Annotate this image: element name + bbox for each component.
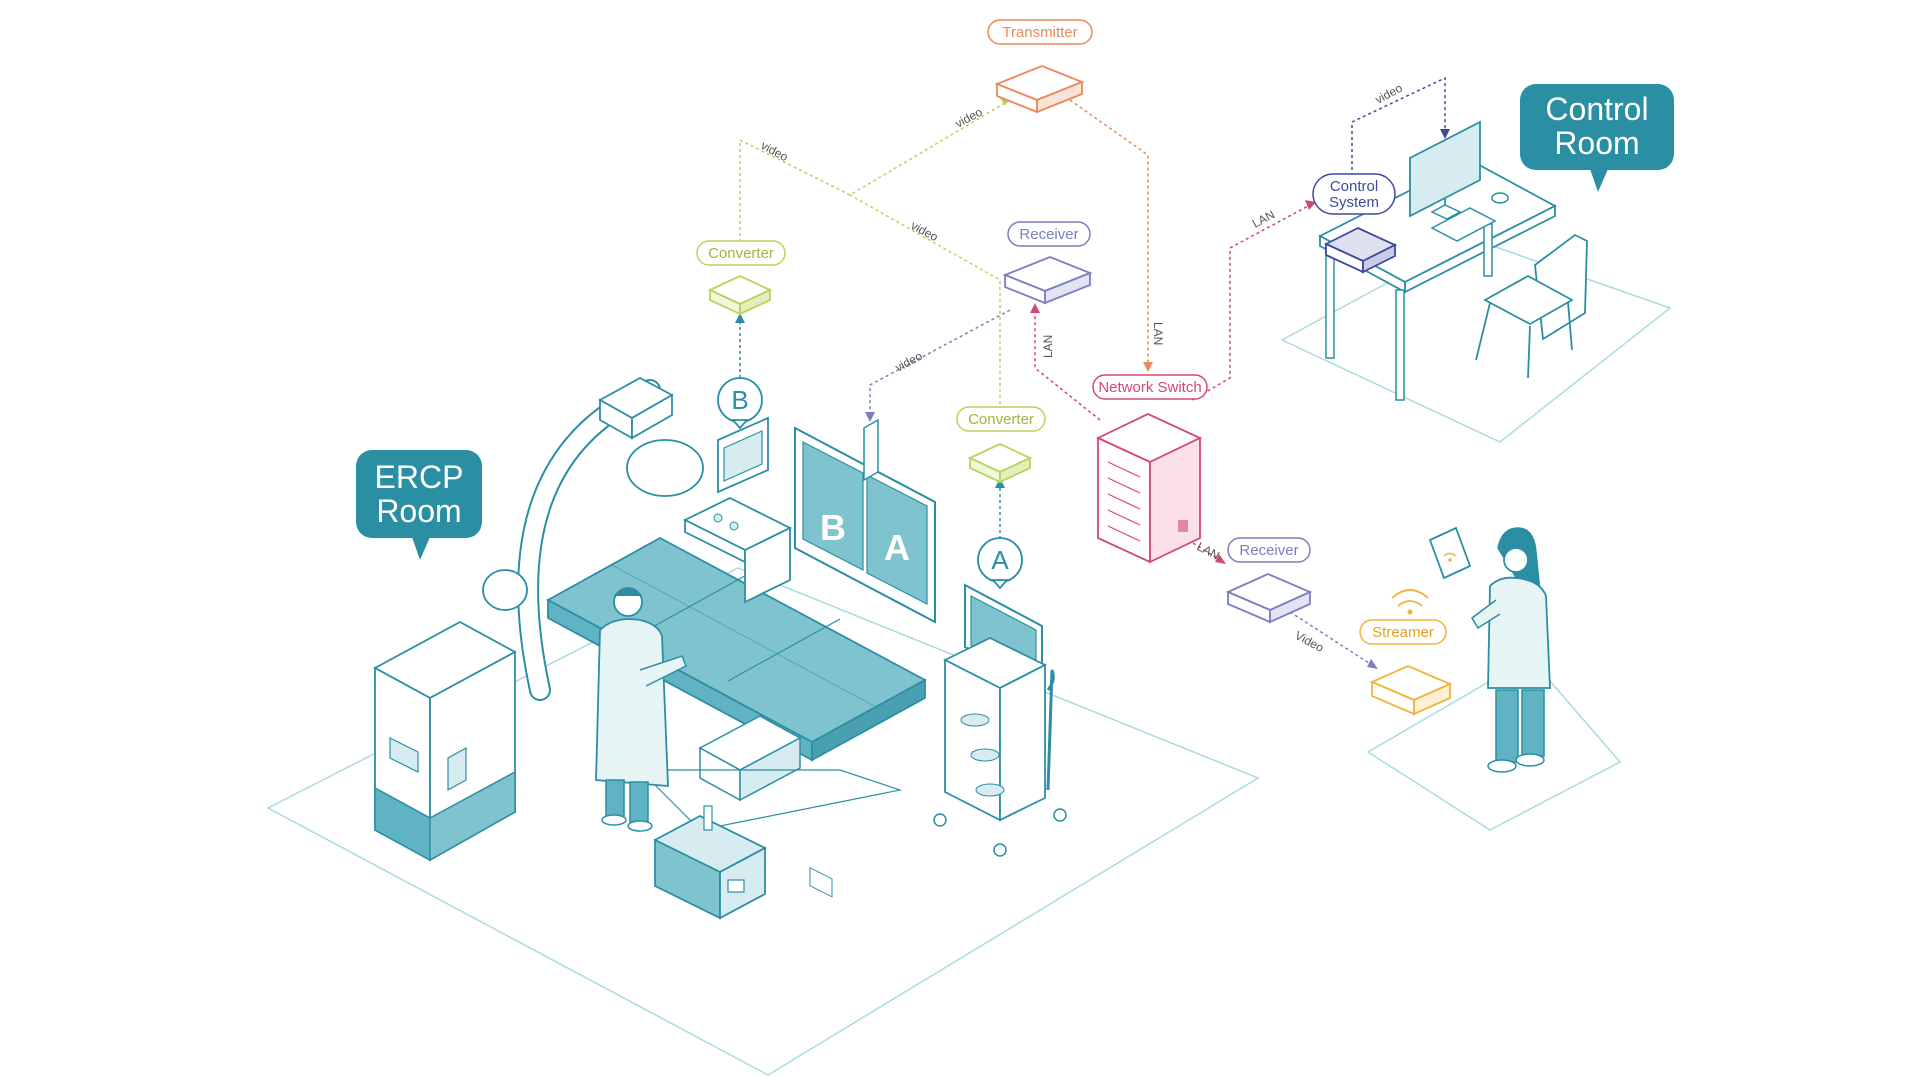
ercp-room-floor: [266, 567, 1260, 1076]
large-display-ba: [794, 418, 936, 898]
label-video-b-top: video: [759, 138, 791, 164]
receiver-top-pill: [1007, 221, 1091, 247]
transmitter-pill: [987, 19, 1093, 45]
lan-line-switch-receiver-right: [1187, 539, 1221, 561]
ercp-room-title-line1: ERCP: [375, 459, 464, 495]
arrow-to-receiver-right: [1215, 554, 1226, 564]
control-system-label-line1: Control: [1330, 178, 1378, 195]
converter-a-pill: [956, 406, 1046, 432]
receiver-right-label: Receiver: [1239, 542, 1298, 559]
tablet-device: [1428, 526, 1472, 580]
converter-b-device: [707, 275, 773, 316]
video-line-control-monitor: [1351, 76, 1446, 182]
label-lan-control: LAN: [1250, 207, 1277, 230]
endoscopy-workstation: [682, 416, 793, 604]
streamer-device: [1369, 589, 1453, 716]
lan-line-switch-control: [1191, 204, 1311, 401]
marker-b: [717, 377, 763, 430]
streamer-label: Streamer: [1372, 624, 1434, 641]
network-switch-pill: [1092, 374, 1208, 400]
label-video-a-top: video: [909, 218, 941, 244]
arrow-to-display: [865, 412, 875, 422]
arrow-to-converter-a: [995, 478, 1005, 488]
video-line-converter-a: [849, 194, 1001, 410]
video-line-receiver-display: [869, 309, 1011, 415]
control-room-bubble: [1520, 84, 1674, 192]
network-switch-label: Network Switch: [1098, 379, 1201, 396]
converter-a-label: Converter: [968, 411, 1034, 428]
converter-b-label: Converter: [708, 245, 774, 262]
control-system-label-line2: System: [1329, 194, 1379, 211]
arrow-to-control-system: [1305, 200, 1316, 210]
label-lan-switch-in: LAN: [1151, 322, 1165, 345]
xray-generator-unit: [373, 620, 517, 862]
label-video-transmitter: video: [953, 105, 985, 131]
control-room-keyboard: [1430, 192, 1509, 242]
control-room-floor: [1280, 237, 1672, 443]
arrow-to-control-monitor: [1440, 129, 1450, 139]
network-switch-rack: [1095, 413, 1203, 564]
receiver-top-label: Receiver: [1019, 226, 1078, 243]
transmitter-label: Transmitter: [1002, 24, 1077, 41]
mobile-viewer-floor: [1366, 657, 1622, 831]
marker-a-label: A: [991, 545, 1009, 575]
doctor-person: [595, 587, 687, 832]
mobile-viewer-person: [1471, 527, 1551, 773]
lan-line-transmitter-switch: [1069, 99, 1149, 365]
transmitter-device: [994, 65, 1085, 114]
control-room-title-line2: Room: [1554, 125, 1639, 161]
arrow-to-switch: [1143, 362, 1153, 372]
instrument-trolley: [653, 805, 767, 920]
endoscopy-cart: [933, 583, 1067, 857]
control-room-monitor: [1409, 120, 1481, 220]
control-system-device: [1323, 227, 1398, 274]
label-lan-receiver: LAN: [1041, 335, 1055, 358]
ercp-room-bubble: [356, 450, 482, 560]
marker-b-label: B: [731, 385, 748, 415]
ercp-room-title-line2: Room: [376, 493, 461, 529]
c-arm-xray: [482, 376, 704, 701]
receiver-right-pill: [1227, 537, 1311, 563]
receiver-top-device: [1002, 256, 1093, 305]
control-system-pill: [1312, 173, 1396, 215]
arrow-to-receiver-top: [1030, 303, 1040, 313]
label-video-receiver: video: [893, 349, 925, 375]
control-room-title-line1: Control: [1545, 91, 1648, 127]
video-line-converter-b: [739, 99, 1011, 260]
label-video-control: video: [1373, 81, 1405, 107]
screen-label-a: A: [884, 527, 910, 568]
converter-a-device: [967, 443, 1033, 484]
converter-b-pill: [696, 240, 786, 266]
arrow-to-streamer: [1367, 659, 1378, 669]
marker-a: [977, 537, 1023, 590]
video-line-receiver-streamer: [1289, 611, 1373, 666]
control-room-chair: [1475, 233, 1588, 379]
screen-label-b: B: [820, 507, 846, 548]
streamer-pill: [1359, 619, 1447, 645]
lan-line-switch-receiver: [1034, 310, 1101, 421]
receiver-right-device: [1225, 573, 1313, 624]
arrow-to-converter-b: [735, 313, 745, 323]
